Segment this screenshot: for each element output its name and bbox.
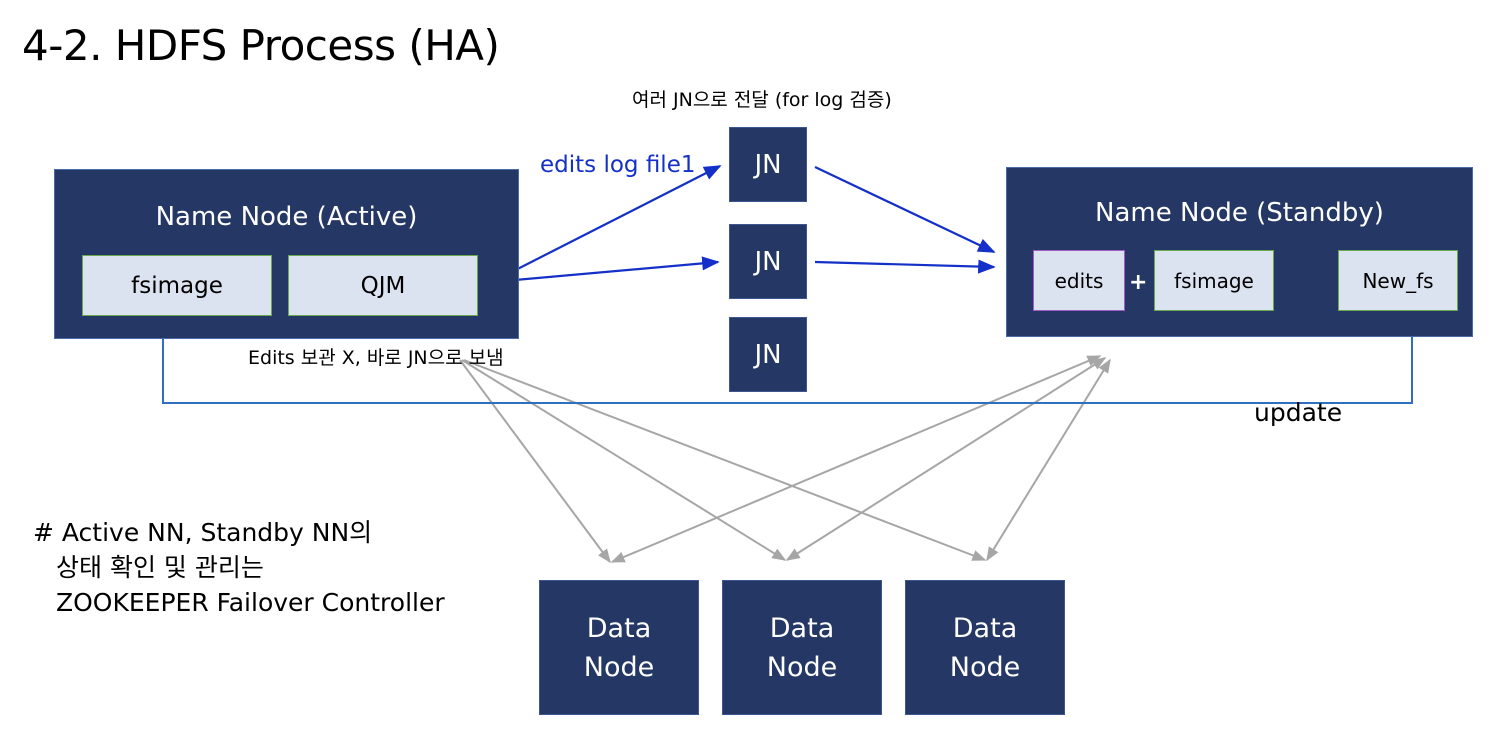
- plus-sign: +: [1129, 270, 1148, 295]
- datanode-arrows: [459, 355, 1111, 564]
- dn-arrow-2a: [461, 359, 787, 561]
- update-label: update: [1254, 398, 1343, 427]
- standby-namenode-title: Name Node (Standby): [1095, 198, 1384, 228]
- standby-namenode: Name Node (Standby) edits + fsimage New_…: [1006, 167, 1473, 337]
- dn-arrow-1b: [610, 355, 1102, 563]
- zk-note-line2: 상태 확인 및 관리는: [56, 553, 264, 582]
- journal-node-1: JN: [729, 127, 807, 202]
- data-node-1-line1: Data: [586, 612, 652, 644]
- journal-node-2: JN: [729, 224, 807, 299]
- data-node-3: Data Node: [905, 580, 1065, 715]
- jn2-to-standby-arrow: [814, 259, 996, 274]
- data-node-2: Data Node: [722, 580, 882, 715]
- edits-log-label: edits log file1: [540, 152, 696, 178]
- jn-caption: 여러 JN으로 전달 (for log 검증): [632, 89, 892, 111]
- new-fs-box: New_fs: [1338, 250, 1458, 311]
- standby-edits-box: edits: [1033, 250, 1125, 311]
- data-node-3-line1: Data: [952, 612, 1018, 644]
- dn-arrow-3a: [463, 359, 987, 561]
- jn1-to-standby-arrow: [814, 166, 996, 253]
- data-node-2-line1: Data: [769, 612, 835, 644]
- dn-arrow-2b: [785, 357, 1107, 561]
- data-node-3-line2: Node: [949, 651, 1021, 683]
- active-fsimage-box: fsimage: [82, 255, 272, 316]
- journal-node-3: JN: [729, 317, 807, 392]
- standby-fsimage-box: fsimage: [1154, 250, 1274, 311]
- journal-arrows: [491, 165, 996, 284]
- qjm-box: QJM: [288, 255, 478, 316]
- dn-arrow-1a: [459, 359, 611, 564]
- data-node-2-line2: Node: [766, 651, 838, 683]
- active-namenode: Name Node (Active) fsimage QJM: [54, 169, 519, 339]
- data-node-1: Data Node: [539, 580, 699, 715]
- page-title: 4-2. HDFS Process (HA): [22, 21, 500, 70]
- active-namenode-title: Name Node (Active): [155, 202, 418, 232]
- zk-note-line1: # Active NN, Standby NN의: [33, 518, 373, 547]
- data-node-1-line2: Node: [583, 651, 655, 683]
- qjm-to-jn2-arrow: [491, 256, 720, 284]
- zk-note-line3: ZOOKEEPER Failover Controller: [56, 588, 445, 617]
- dn-arrow-3b: [986, 358, 1111, 562]
- update-line: [156, 316, 1413, 404]
- edits-note: Edits 보관 X, 바로 JN으로 보냄: [248, 347, 504, 369]
- qjm-to-jn1-arrow: [491, 165, 722, 283]
